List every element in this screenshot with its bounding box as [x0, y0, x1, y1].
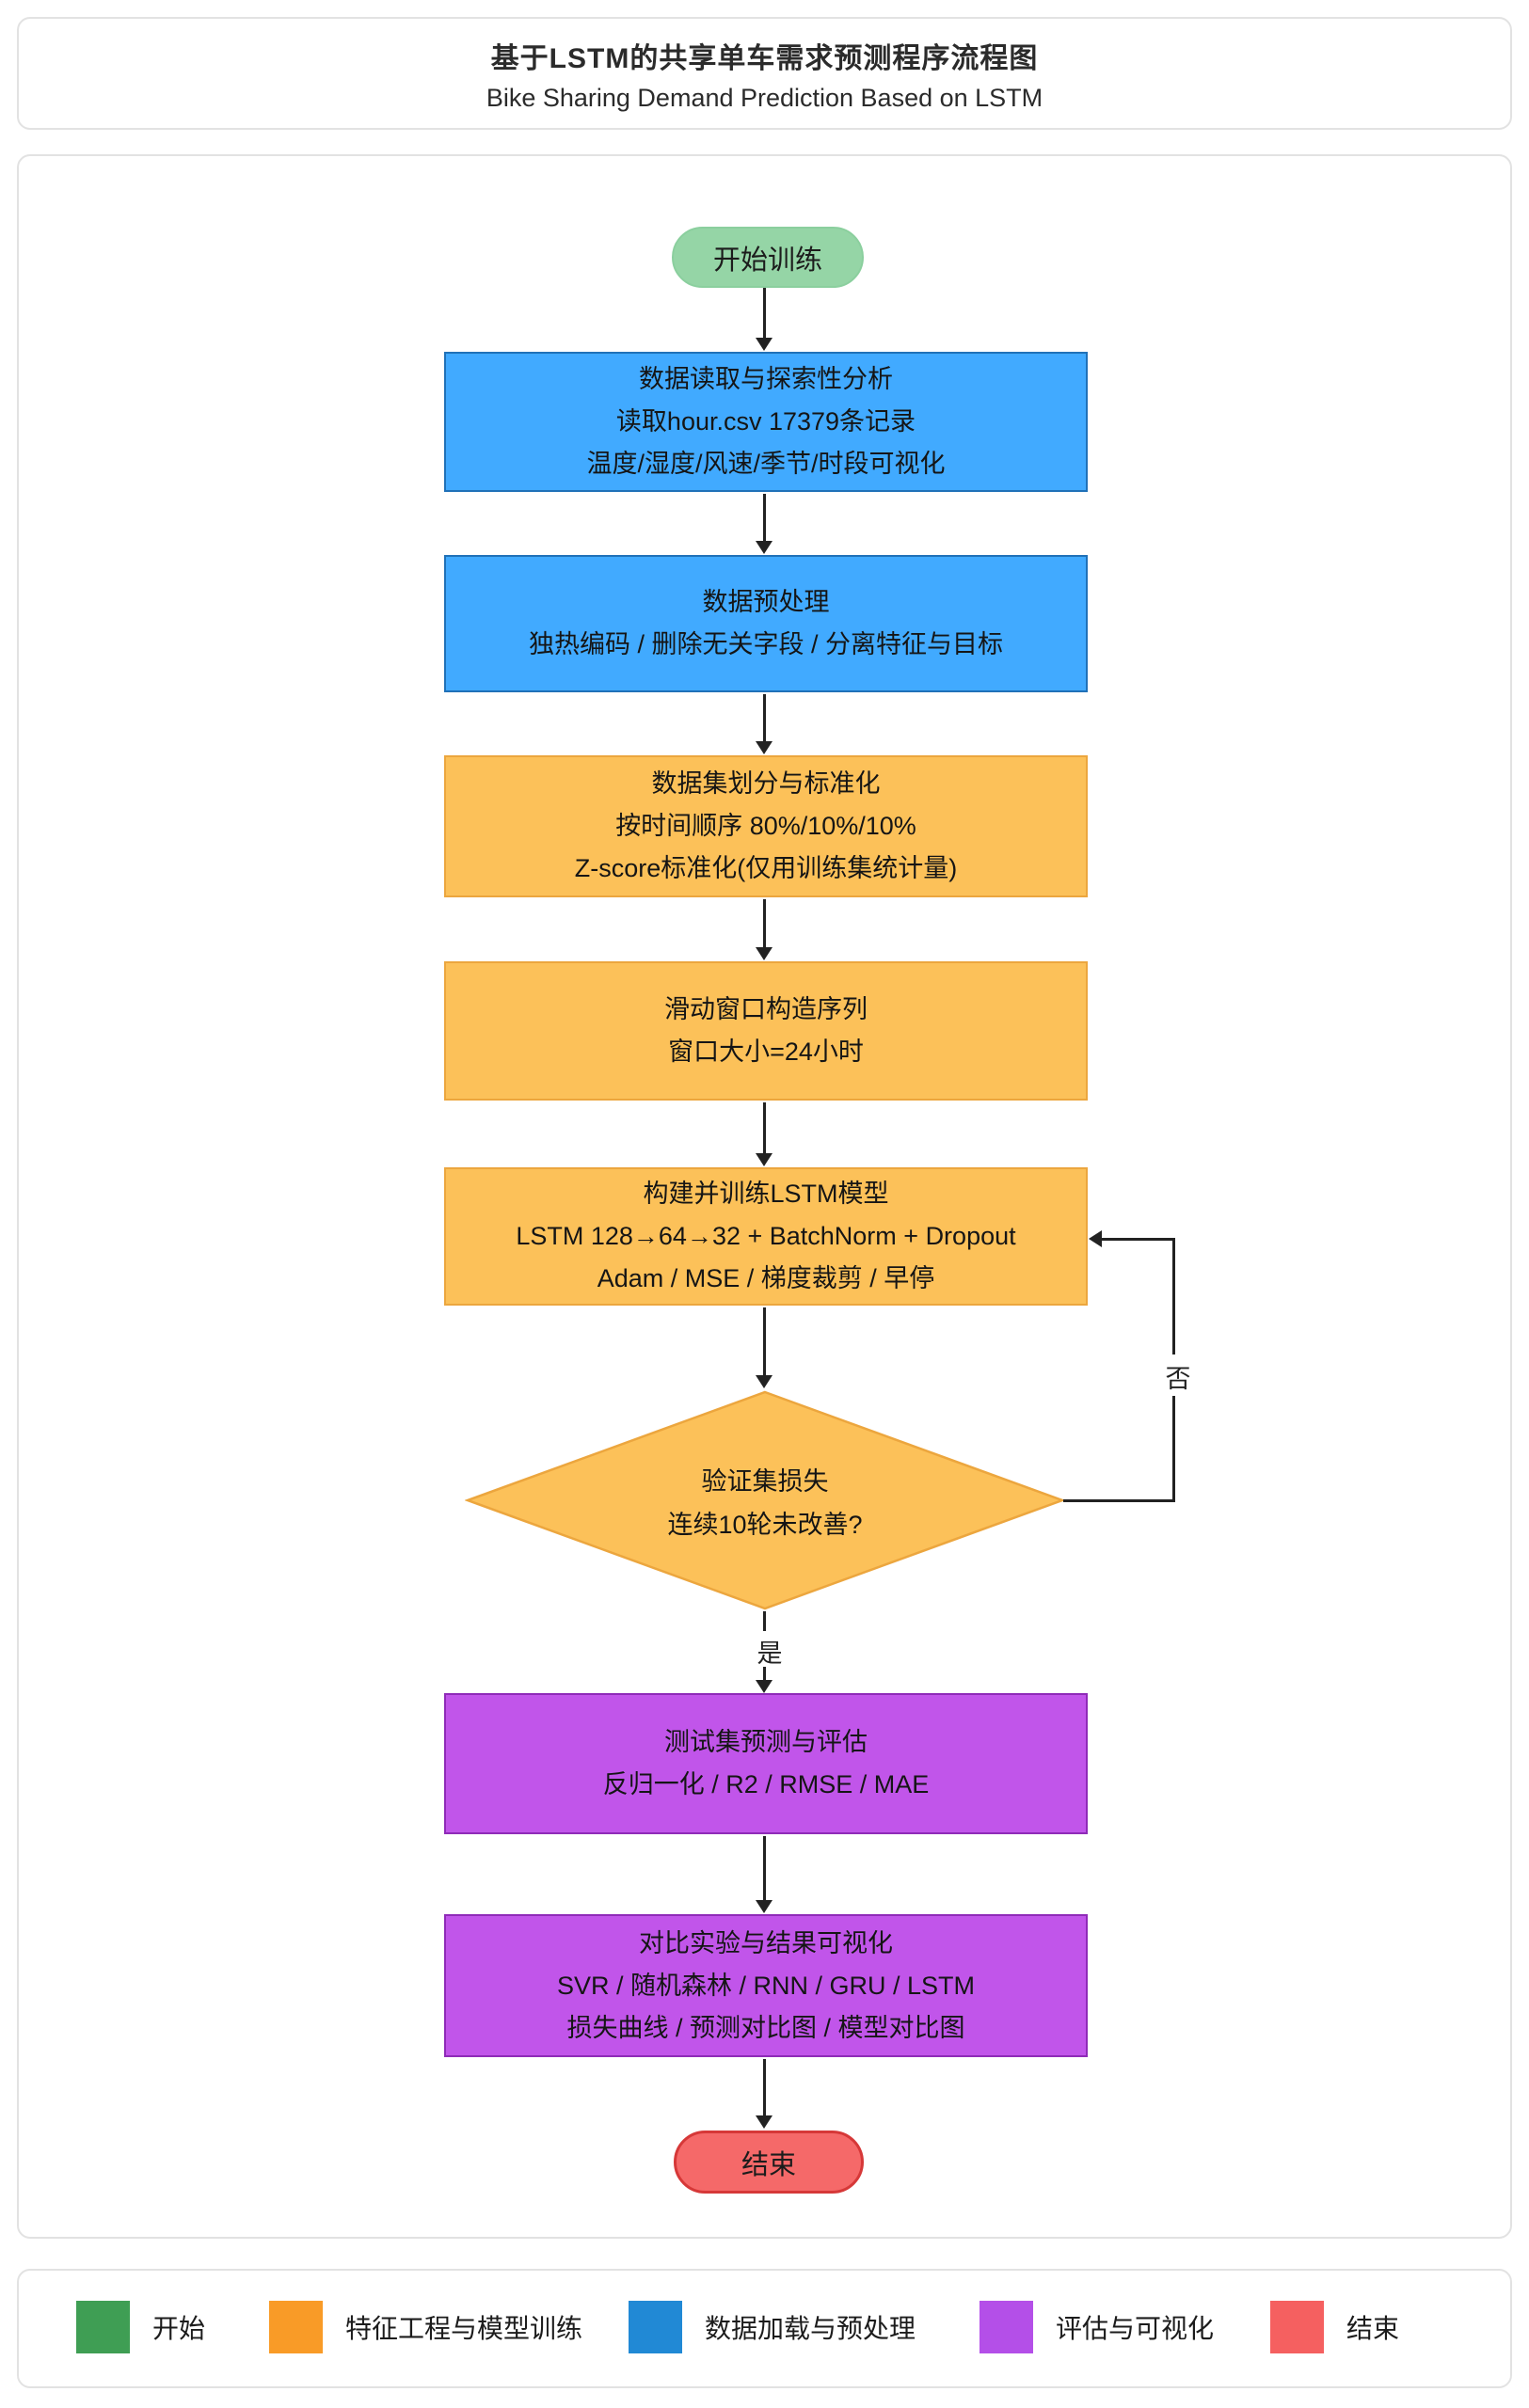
node-end-label: 结束 — [741, 2149, 796, 2180]
node-line: 对比实验与结果可视化 — [639, 1928, 893, 1957]
arrow-down-icon — [756, 947, 772, 960]
node-line: 数据读取与探索性分析 — [639, 365, 893, 393]
node-line: 反归一化 / R2 / RMSE / MAE — [602, 1770, 930, 1798]
node-line: 构建并训练LSTM模型 — [643, 1180, 889, 1208]
arrow-left-icon — [1089, 1230, 1102, 1247]
node-line: 按时间顺序 80%/10%/10% — [615, 812, 916, 840]
arrow-down-icon — [756, 1900, 772, 1913]
node-data-eda: 数据读取与探索性分析 读取hour.csv 17379条记录 温度/湿度/风速/… — [444, 352, 1088, 492]
node-line: 连续10轮未改善? — [667, 1511, 863, 1539]
arrow-down-icon — [756, 541, 772, 554]
page-title-en: Bike Sharing Demand Prediction Based on … — [486, 83, 1043, 112]
no-branch-line — [1172, 1396, 1175, 1502]
arrow-down-icon — [756, 1375, 772, 1388]
node-start: 开始训练 — [672, 227, 864, 288]
node-compare-visualize: 对比实验与结果可视化 SVR / 随机森林 / RNN / GRU / LSTM… — [444, 1914, 1088, 2057]
arrow-down-icon — [756, 2115, 772, 2129]
node-start-label: 开始训练 — [712, 245, 822, 276]
arrow-down-icon — [756, 1680, 772, 1693]
legend-swatch-start — [76, 2301, 130, 2353]
node-decision-diamond — [464, 1390, 1066, 1610]
node-line: 损失曲线 / 预测对比图 / 模型对比图 — [566, 2013, 965, 2042]
legend-label: 数据加载与预处理 — [705, 2314, 916, 2343]
node-preprocess: 数据预处理 独热编码 / 删除无关字段 / 分离特征与目标 — [444, 555, 1088, 692]
connector-line — [763, 1836, 766, 1901]
node-build-train-lstm: 构建并训练LSTM模型 LSTM 128→64→32 + BatchNorm +… — [444, 1167, 1088, 1306]
arrow-down-icon — [756, 338, 772, 351]
node-line: 温度/湿度/风速/季节/时段可视化 — [586, 450, 946, 478]
node-line: 读取hour.csv 17379条记录 — [615, 407, 916, 436]
node-end: 结束 — [674, 2131, 864, 2194]
no-branch-line — [1172, 1238, 1175, 1354]
node-line: LSTM 128→64→32 + BatchNorm + Dropout — [516, 1222, 1016, 1250]
yes-branch-line — [763, 1611, 766, 1632]
legend-item-start: 开始 — [76, 2299, 205, 2355]
no-branch-line — [1099, 1238, 1174, 1241]
legend-swatch-feature-training — [269, 2301, 323, 2353]
connector-line — [763, 2059, 766, 2116]
decision-text: 验证集损失 连续10轮未改善? — [465, 1460, 1065, 1546]
node-line: 滑动窗口构造序列 — [664, 995, 868, 1023]
legend-card — [17, 2269, 1512, 2388]
diamond-shape — [464, 1390, 1066, 1610]
legend-item-end: 结束 — [1270, 2299, 1399, 2355]
node-sliding-window: 滑动窗口构造序列 窗口大小=24小时 — [444, 961, 1088, 1101]
legend-label: 结束 — [1346, 2314, 1400, 2343]
legend-label: 评估与可视化 — [1056, 2314, 1215, 2343]
legend-item-feature-training: 特征工程与模型训练 — [269, 2299, 582, 2355]
legend-label: 特征工程与模型训练 — [345, 2314, 583, 2343]
arrow-down-icon — [756, 1153, 772, 1166]
page-title-cn: 基于LSTM的共享单车需求预测程序流程图 — [490, 42, 1039, 74]
node-line: 独热编码 / 删除无关字段 / 分离特征与目标 — [528, 630, 1003, 658]
connector-line — [763, 899, 766, 949]
legend-item-evaluation: 评估与可视化 — [980, 2299, 1214, 2355]
node-line: 数据集划分与标准化 — [651, 769, 881, 798]
legend-swatch-data-loading — [629, 2301, 682, 2353]
legend-swatch-evaluation — [980, 2301, 1033, 2353]
node-test-evaluate: 测试集预测与评估 反归一化 / R2 / RMSE / MAE — [444, 1693, 1088, 1834]
no-branch-label: 否 — [1148, 1356, 1208, 1397]
node-line: Z-score标准化(仅用训练集统计量) — [574, 854, 958, 882]
connector-line — [763, 288, 766, 340]
no-branch-line — [1063, 1499, 1174, 1502]
connector-line — [763, 694, 766, 741]
connector-line — [763, 1307, 766, 1376]
yes-branch-line — [763, 1667, 766, 1681]
legend-swatch-end — [1270, 2301, 1324, 2353]
title-card: 基于LSTM的共享单车需求预测程序流程图 Bike Sharing Demand… — [17, 17, 1512, 130]
yes-branch-label: 是 — [740, 1631, 800, 1671]
legend-label: 开始 — [152, 2314, 206, 2343]
node-split-standardize: 数据集划分与标准化 按时间顺序 80%/10%/10% Z-score标准化(仅… — [444, 755, 1088, 897]
node-line: 验证集损失 — [701, 1467, 829, 1496]
node-line: SVR / 随机森林 / RNN / GRU / LSTM — [556, 1971, 976, 2000]
node-line: 数据预处理 — [702, 588, 830, 616]
node-line: Adam / MSE / 梯度裁剪 / 早停 — [597, 1264, 935, 1292]
node-line: 测试集预测与评估 — [664, 1728, 868, 1756]
arrow-down-icon — [756, 741, 772, 754]
legend-item-data-loading: 数据加载与预处理 — [629, 2299, 916, 2355]
connector-line — [763, 1102, 766, 1153]
node-line: 窗口大小=24小时 — [668, 1038, 864, 1066]
connector-line — [763, 494, 766, 543]
